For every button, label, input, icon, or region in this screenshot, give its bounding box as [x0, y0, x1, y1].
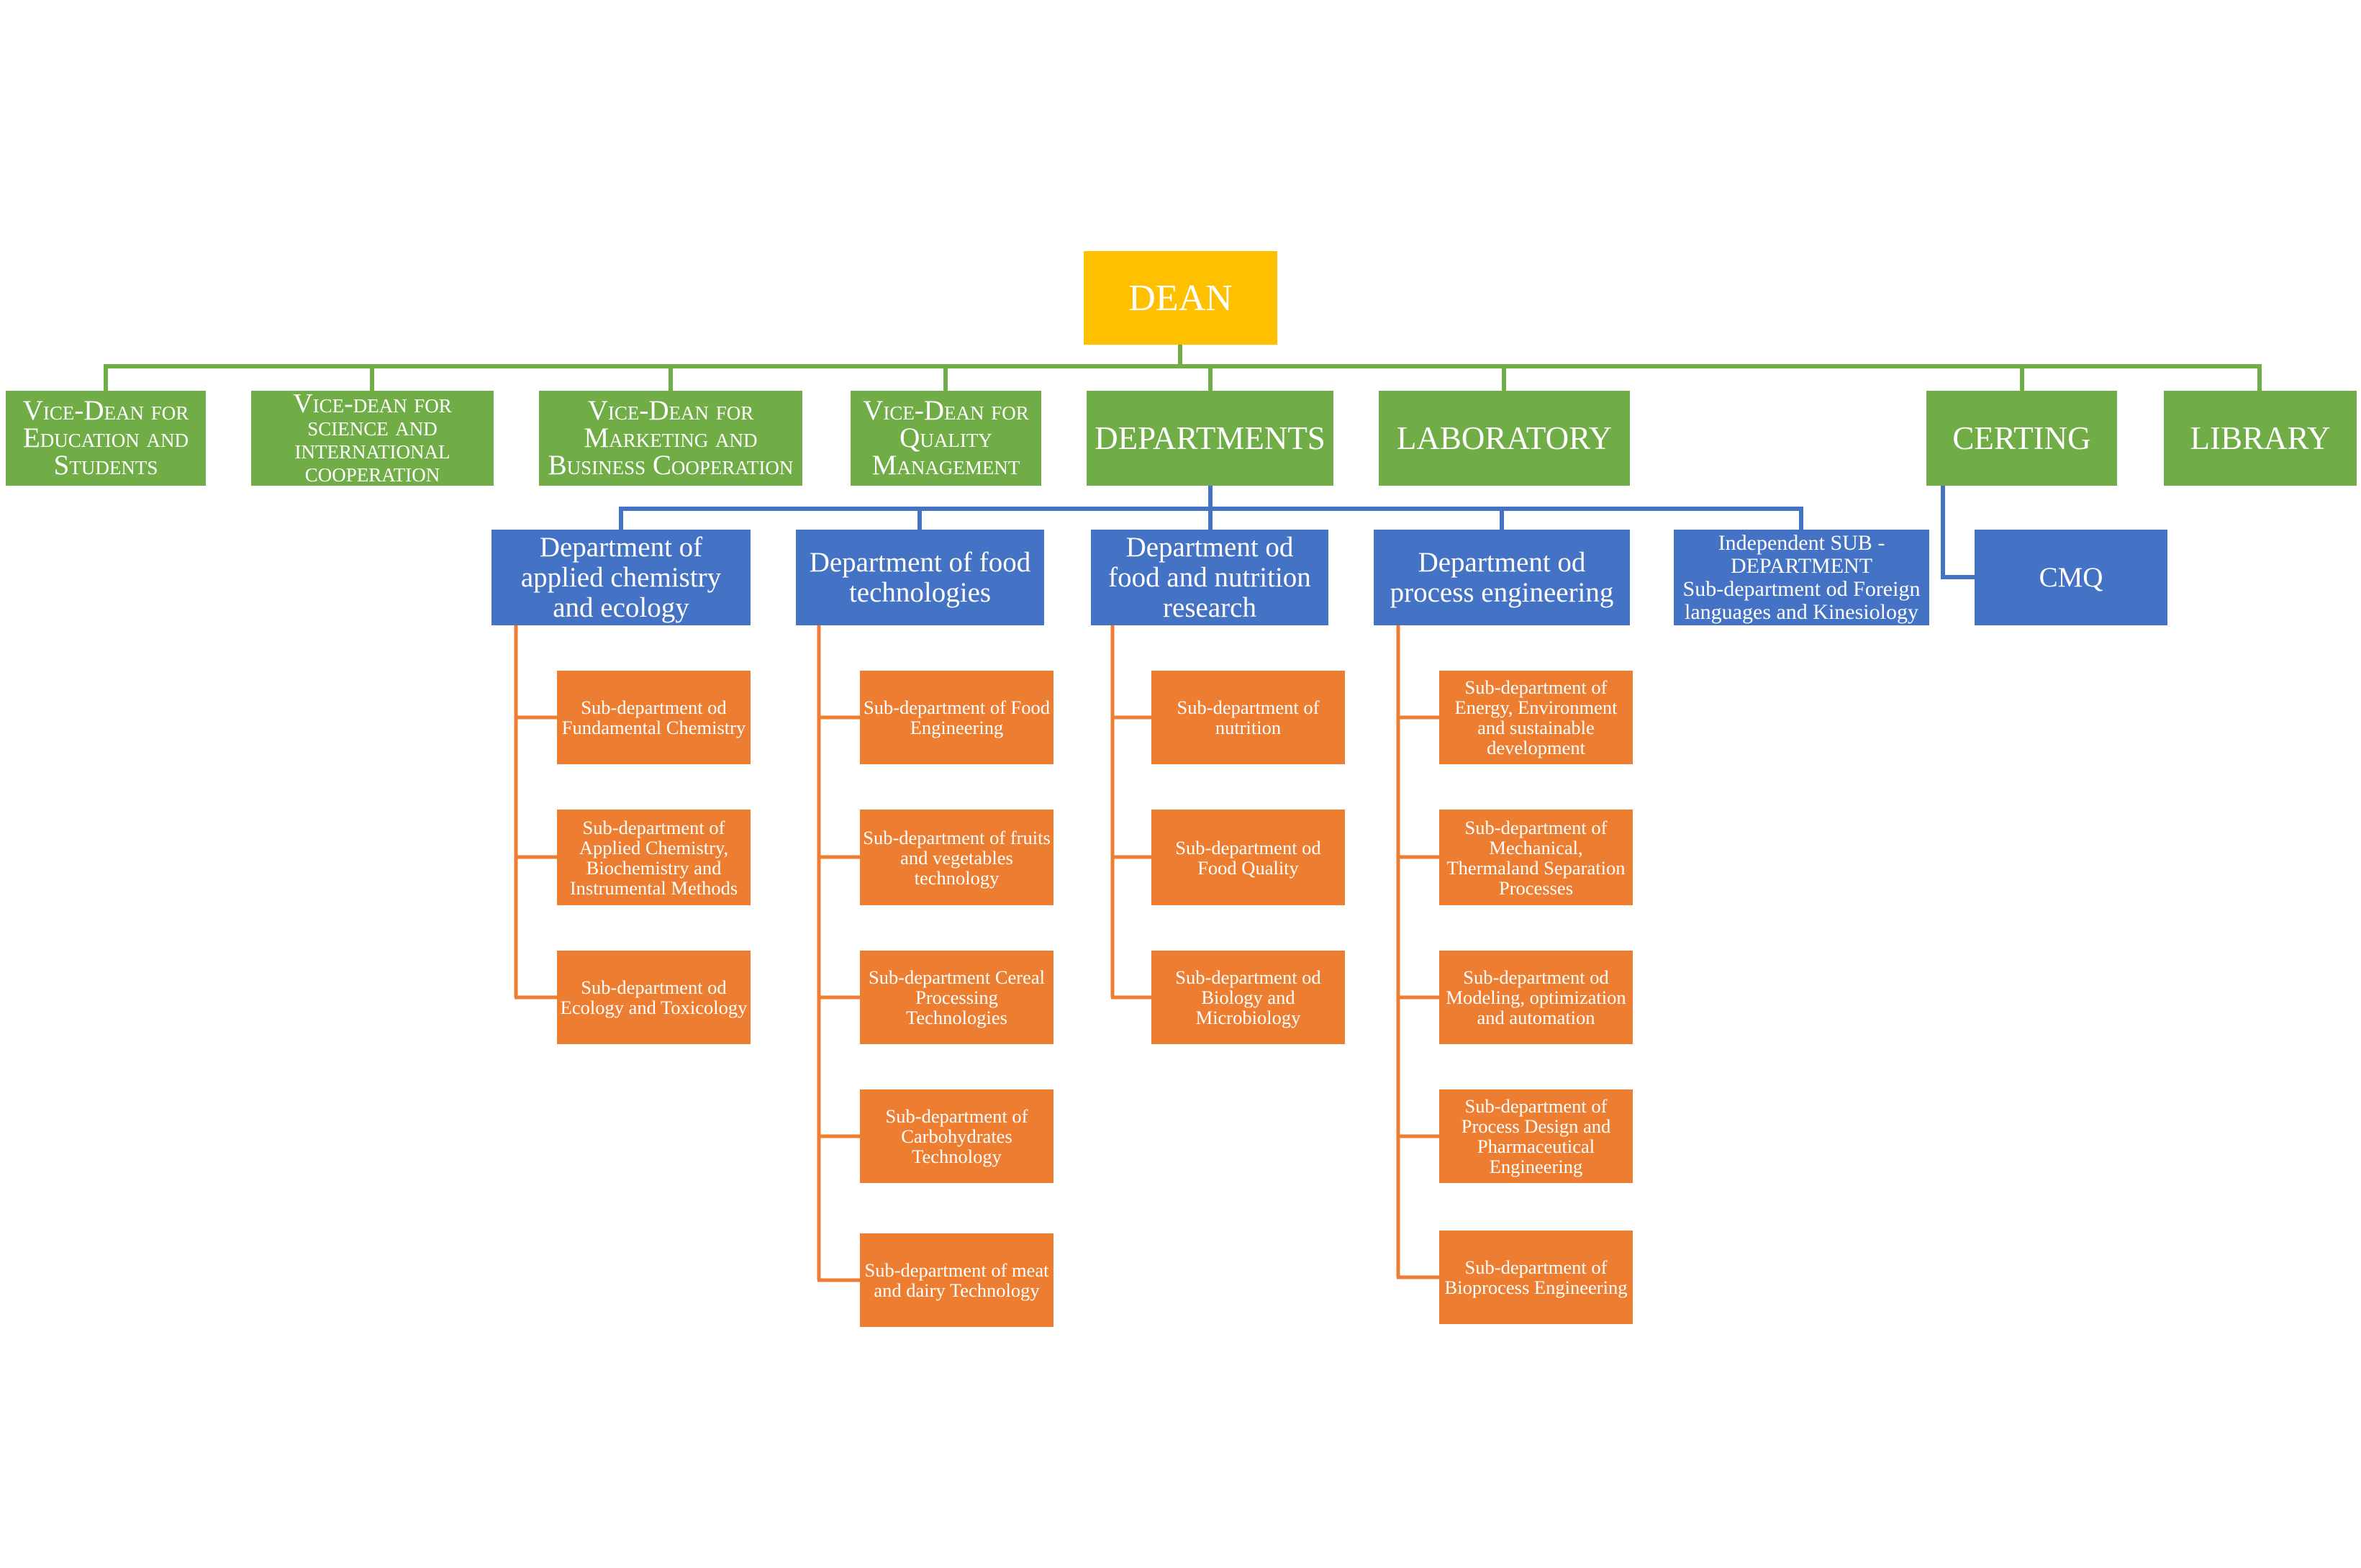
independent-subdept-name: Sub-department od Foreign languages and …	[1682, 576, 1921, 624]
vice-dean-science-box: Vice-dean for science and international …	[251, 391, 494, 486]
subdept-fruits-vegetables-label: Sub-department of fruits and vegetables …	[863, 826, 1051, 889]
dept-applied-chemistry-box: Department of applied chemistry and ecol…	[491, 530, 751, 625]
subdept-food-quality-box: Sub-department od Food Quality	[1151, 810, 1345, 905]
subdept-modeling-optimization-box: Sub-department od Modeling, optimization…	[1439, 951, 1633, 1044]
departments-label: DEPARTMENTS	[1095, 420, 1325, 456]
laboratory-label: LABORATORY	[1396, 420, 1613, 456]
departments-box: DEPARTMENTS	[1087, 391, 1333, 486]
subdept-fundamental-chemistry-label: Sub-department od Fundamental Chemistry	[561, 697, 746, 738]
subdept-energy-environment-label: Sub-department of Energy, Environment an…	[1454, 676, 1618, 758]
subdept-meat-dairy-box: Sub-department of meat and dairy Technol…	[860, 1233, 1053, 1327]
subdept-carbohydrates-box: Sub-department of Carbohydrates Technolo…	[860, 1089, 1053, 1183]
vice-dean-quality-box: Vice-Dean for Quality Management	[851, 391, 1041, 486]
dept-food-nutrition-box: Department od food and nutrition researc…	[1091, 530, 1328, 625]
subdept-food-engineering-label: Sub-department of Food Engineering	[863, 697, 1051, 738]
subdept-mechanical-thermal-label: Sub-department of Mechanical, Thermaland…	[1446, 816, 1626, 899]
subdept-food-quality-label: Sub-department od Food Quality	[1175, 836, 1321, 879]
certing-box: CERTING	[1926, 391, 2117, 486]
independent-subdept-box: Independent SUB - DEPARTMENT Sub-departm…	[1674, 530, 1929, 625]
subdept-food-engineering-box: Sub-department of Food Engineering	[860, 671, 1053, 764]
subdept-meat-dairy-label: Sub-department of meat and dairy Technol…	[864, 1259, 1049, 1301]
dept-food-technologies-box: Department of food technologies	[796, 530, 1044, 625]
subdept-biology-microbiology-box: Sub-department od Biology and Microbiolo…	[1151, 951, 1345, 1044]
vice-dean-science-label: Vice-dean for science and international …	[293, 391, 452, 486]
subdept-bioprocess-label: Sub-department of Bioprocess Engineering	[1444, 1256, 1628, 1298]
library-box: LIBRARY	[2164, 391, 2357, 486]
laboratory-box: LABORATORY	[1379, 391, 1630, 486]
independent-subdept-title: Independent SUB - DEPARTMENT	[1718, 530, 1885, 578]
vice-dean-education-box: Vice-Dean for Education and Students	[6, 391, 206, 486]
subdept-biology-microbiology-label: Sub-department od Biology and Microbiolo…	[1175, 966, 1321, 1028]
subdept-fruits-vegetables-box: Sub-department of fruits and vegetables …	[860, 810, 1053, 905]
cmq-box: CMQ	[1975, 530, 2167, 625]
subdept-carbohydrates-label: Sub-department of Carbohydrates Technolo…	[885, 1105, 1028, 1167]
certing-label: CERTING	[1952, 420, 2091, 456]
dept-process-engineering-box: Department od process engineering	[1374, 530, 1630, 625]
subdept-modeling-optimization-label: Sub-department od Modeling, optimization…	[1446, 966, 1626, 1028]
subdepartment-connectors	[514, 625, 1439, 1282]
vice-dean-marketing-box: Vice-Dean for Marketing and Business Coo…	[539, 391, 802, 486]
cmq-label: CMQ	[2039, 561, 2103, 593]
certing-to-cmq-connector	[1941, 484, 1977, 579]
dean-box: DEAN	[1084, 251, 1277, 345]
subdept-cereal-processing-label: Sub-department Cereal Processing Technol…	[868, 966, 1046, 1028]
subdept-ecology-toxicology-label: Sub-department od Ecology and Toxicology	[560, 976, 748, 1018]
subdept-energy-environment-box: Sub-department of Energy, Environment an…	[1439, 671, 1633, 764]
dept-food-nutrition-label: Department od food and nutrition researc…	[1108, 531, 1311, 623]
vice-dean-marketing-label: Vice-Dean for Marketing and Business Coo…	[548, 395, 794, 481]
vice-dean-quality-label: Vice-Dean for Quality Management	[863, 395, 1029, 481]
subdept-cereal-processing-box: Sub-department Cereal Processing Technol…	[860, 951, 1053, 1044]
subdept-nutrition-label: Sub-department of nutrition	[1177, 697, 1320, 738]
top-level-connectors	[104, 343, 2262, 393]
vice-dean-education-label: Vice-Dean for Education and Students	[22, 395, 189, 481]
dean-label: DEAN	[1128, 277, 1233, 319]
subdept-applied-chemistry-box: Sub-department of Applied Chemistry, Bio…	[557, 810, 751, 905]
dept-process-engineering-label: Department od process engineering	[1390, 546, 1614, 608]
subdept-process-design-label: Sub-department of Process Design and Pha…	[1461, 1095, 1611, 1177]
library-label: LIBRARY	[2190, 420, 2331, 456]
subdept-applied-chemistry-label: Sub-department of Applied Chemistry, Bio…	[569, 816, 738, 899]
department-connectors	[619, 484, 1977, 579]
subdept-nutrition-box: Sub-department of nutrition	[1151, 671, 1345, 764]
dept-applied-chemistry-label: Department of applied chemistry and ecol…	[520, 531, 722, 623]
subdept-bioprocess-box: Sub-department of Bioprocess Engineering	[1439, 1231, 1633, 1324]
subdept-fundamental-chemistry-box: Sub-department od Fundamental Chemistry	[557, 671, 751, 764]
dept-food-technologies-label: Department of food technologies	[809, 546, 1031, 608]
subdept-mechanical-thermal-box: Sub-department of Mechanical, Thermaland…	[1439, 810, 1633, 905]
subdept-ecology-toxicology-box: Sub-department od Ecology and Toxicology	[557, 951, 751, 1044]
subdept-process-design-box: Sub-department of Process Design and Pha…	[1439, 1089, 1633, 1183]
